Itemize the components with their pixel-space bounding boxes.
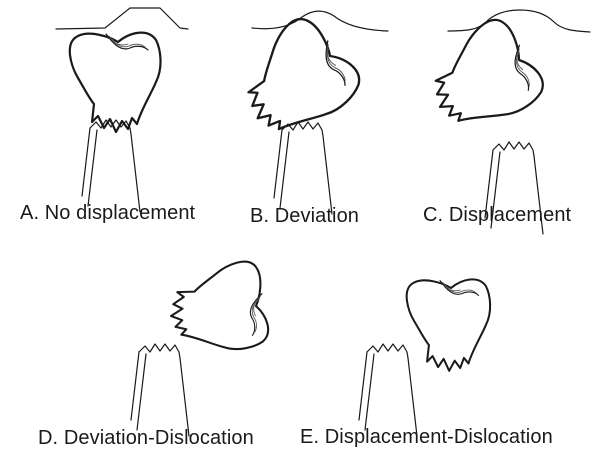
panel-a-no-displacement [56, 8, 188, 212]
crown-a [70, 33, 161, 132]
occlusal-outline-a [56, 8, 188, 29]
caption-e: E. Displacement-Dislocation [300, 426, 553, 449]
panel-b-deviation [225, 11, 388, 214]
root-e [359, 344, 417, 436]
caption-d: D. Deviation-Dislocation [38, 427, 254, 450]
caption-c: C. Displacement [423, 204, 571, 227]
caption-a: A. No displacement [20, 202, 195, 225]
panel-e-displacement-dislocation [359, 279, 490, 436]
root-b [274, 122, 332, 214]
panel-d-deviation-dislocation [131, 259, 270, 436]
crown-e [407, 279, 490, 370]
panel-c-displacement [415, 10, 590, 234]
crown-d [165, 259, 271, 358]
root-d [131, 344, 189, 436]
caption-b: B. Deviation [250, 205, 359, 228]
occlusal-outline-b [252, 11, 388, 31]
occlusal-outline-c [448, 10, 590, 32]
crown-c [415, 13, 550, 145]
root-a [82, 120, 140, 212]
crown-b [225, 11, 368, 153]
